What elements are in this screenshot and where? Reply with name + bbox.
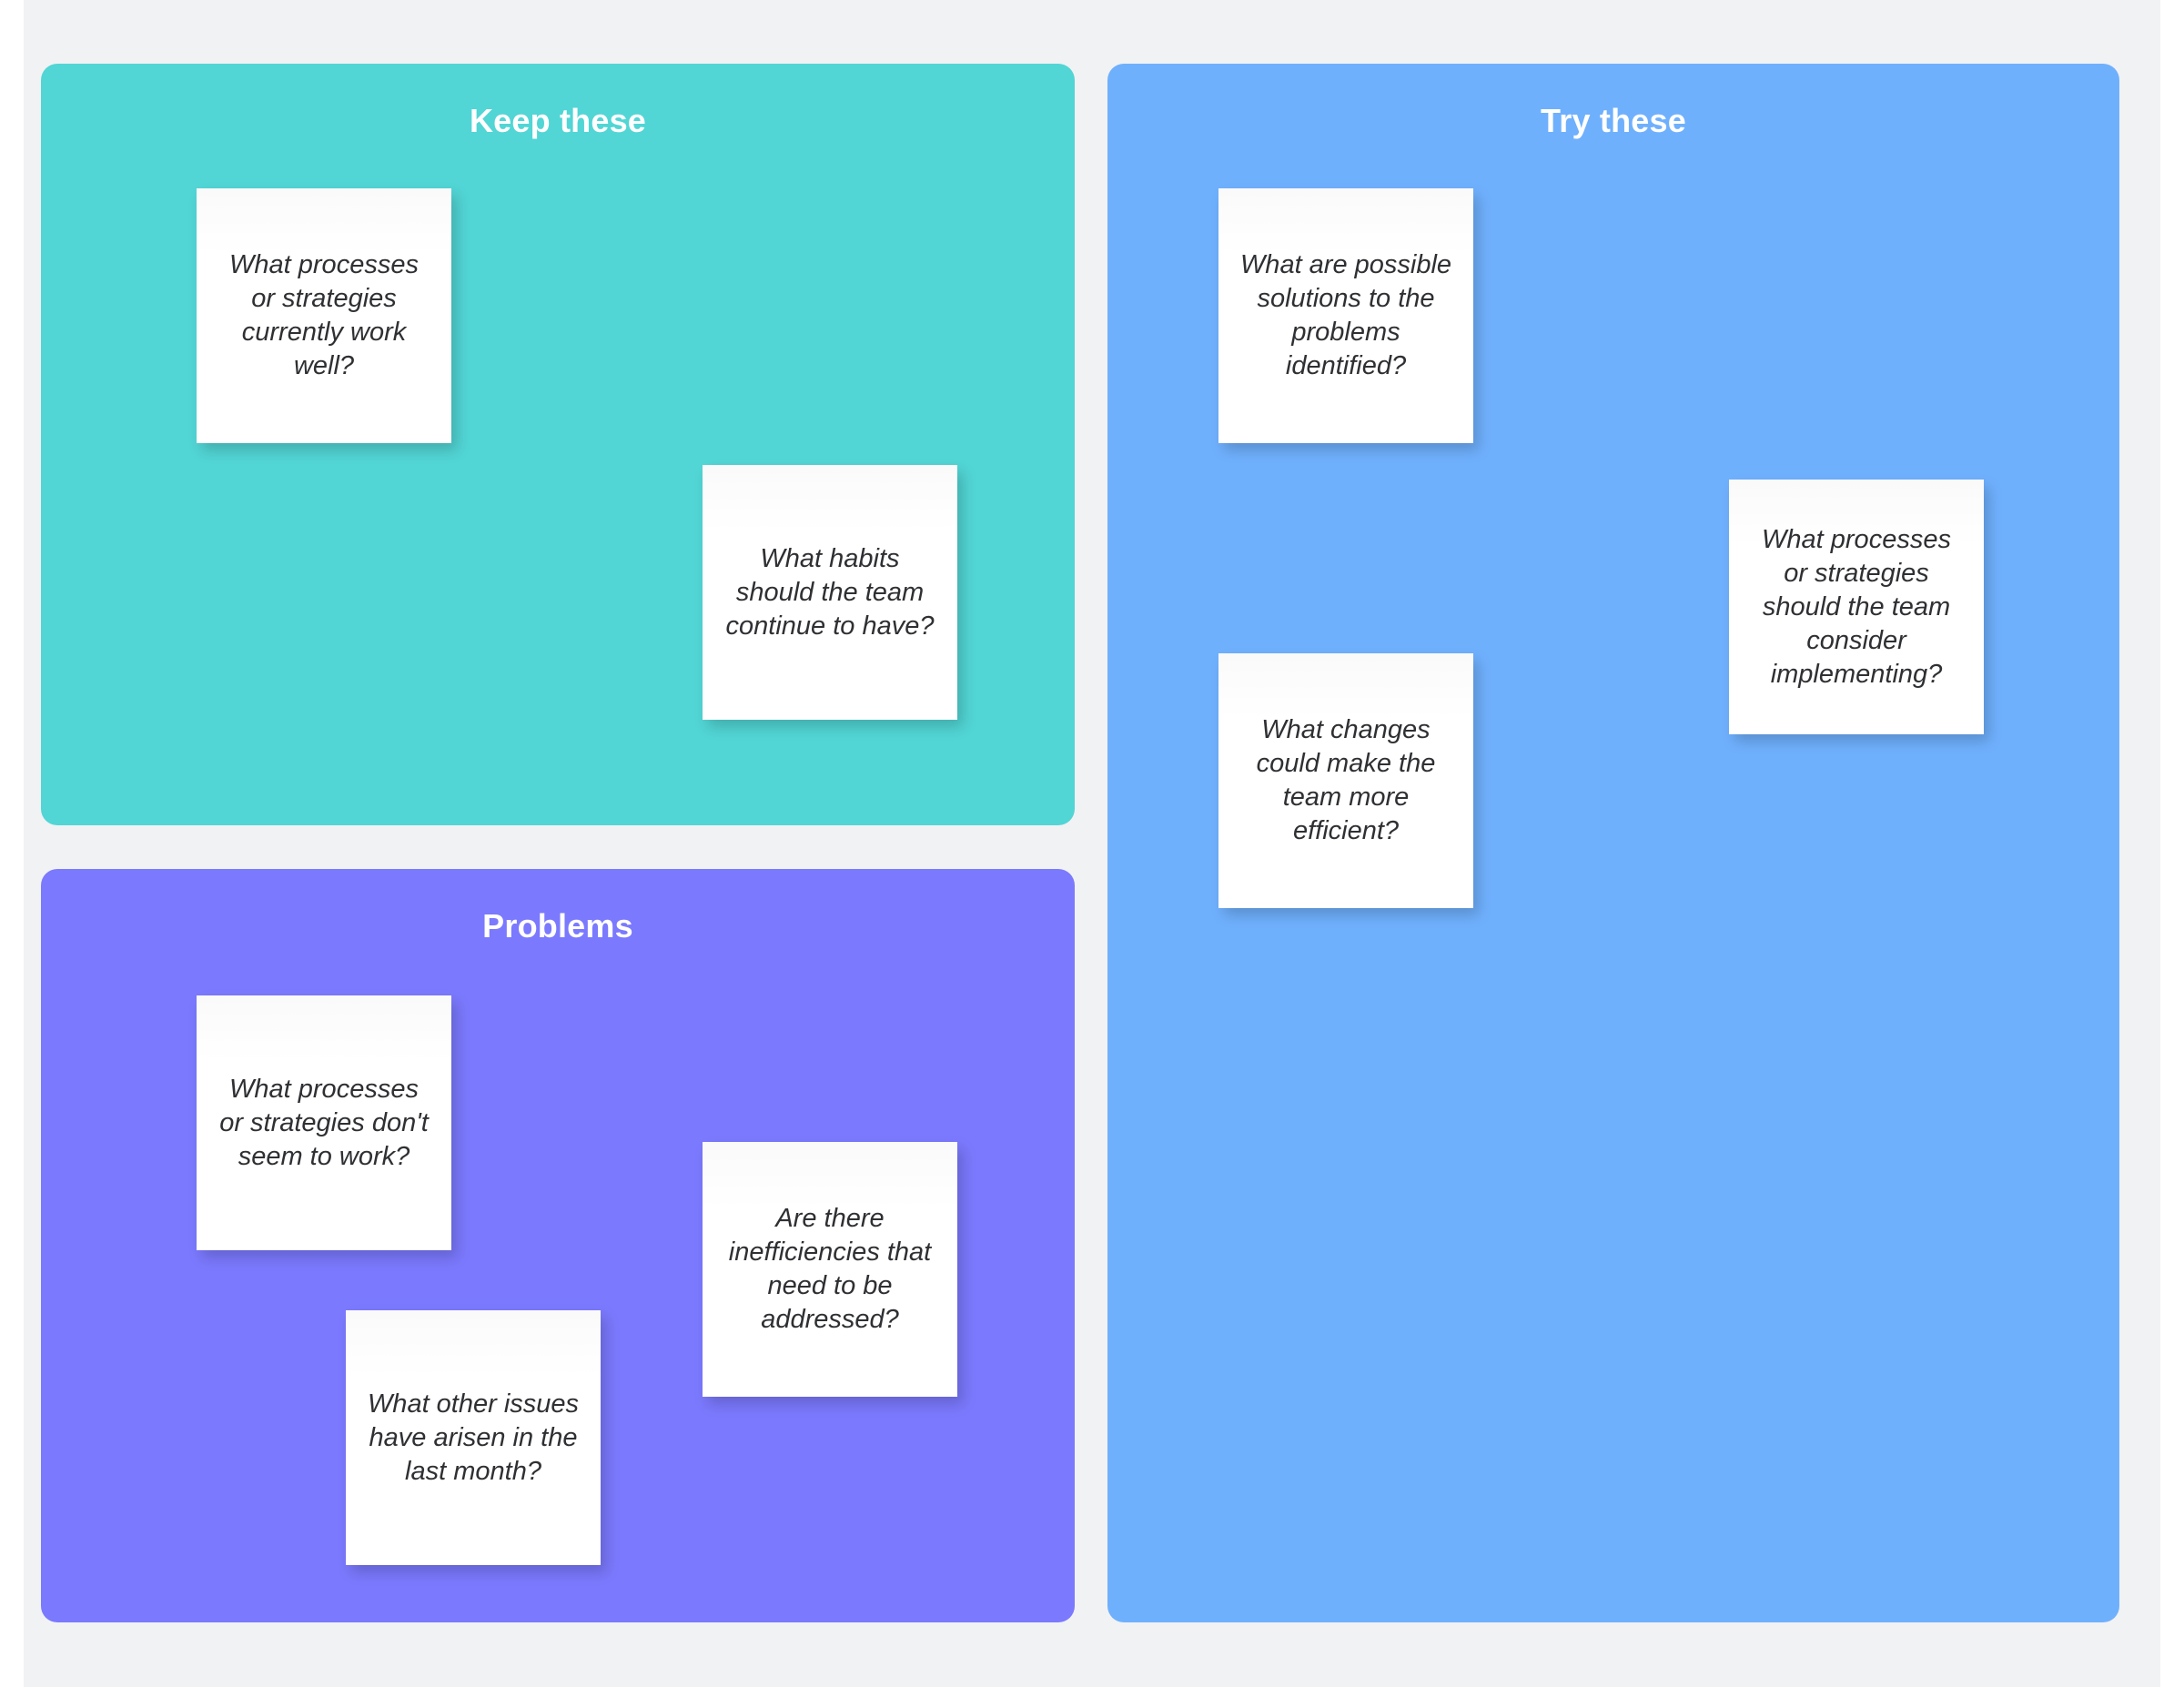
panel-title-keep-these: Keep these — [469, 102, 647, 139]
panel-try-these[interactable]: Try these What are possible solutions to… — [1107, 64, 2119, 1622]
sticky-card[interactable]: Are there inefficiencies that need to be… — [703, 1142, 957, 1397]
sticky-card[interactable]: What processes or strategies should the … — [1729, 480, 1984, 734]
panel-problems[interactable]: Problems What processes or strategies do… — [41, 869, 1075, 1622]
panel-keep-these[interactable]: Keep these What processes or strategies … — [41, 64, 1075, 825]
sticky-card-text: What changes could make the team more ef… — [1256, 715, 1436, 845]
sticky-card-text: What habits should the team continue to … — [725, 543, 935, 641]
sticky-card-text: What processes or strategies currently w… — [229, 250, 419, 380]
sticky-card-text: What are possible solutions to the probl… — [1239, 250, 1452, 380]
sticky-card[interactable]: What other issues have arisen in the las… — [346, 1310, 601, 1565]
sticky-card-text: Are there inefficiencies that need to be… — [728, 1204, 932, 1334]
board-canvas: Keep these What processes or strategies … — [24, 0, 2160, 1687]
sticky-card[interactable]: What changes could make the team more ef… — [1218, 653, 1473, 908]
sticky-card[interactable]: What processes or strategies don't seem … — [197, 995, 451, 1250]
sticky-card[interactable]: What processes or strategies currently w… — [197, 188, 451, 443]
panel-title-try-these: Try these — [1541, 102, 1686, 139]
sticky-card[interactable]: What are possible solutions to the probl… — [1218, 188, 1473, 443]
panel-title-problems: Problems — [482, 907, 633, 945]
sticky-card-text: What processes or strategies should the … — [1762, 524, 1951, 689]
sticky-card-text: What other issues have arisen in the las… — [367, 1389, 580, 1486]
sticky-card-text: What processes or strategies don't seem … — [219, 1074, 429, 1171]
sticky-card[interactable]: What habits should the team continue to … — [703, 465, 957, 720]
